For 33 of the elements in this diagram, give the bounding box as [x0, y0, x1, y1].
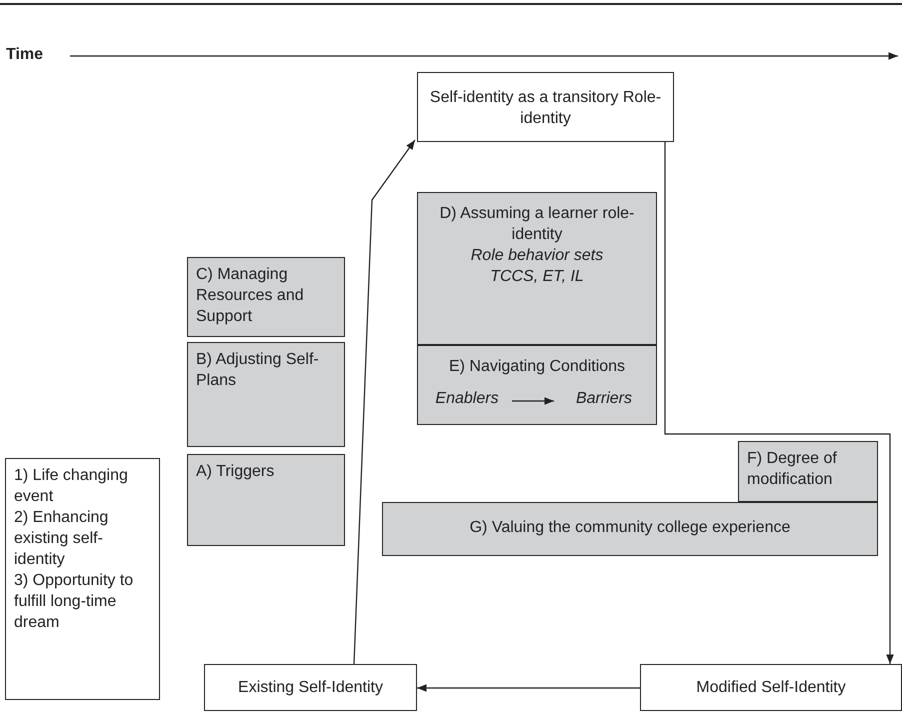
node-title: 1) Life changing event — [14, 466, 129, 507]
node-title: E) Navigating Conditions — [448, 357, 626, 377]
node-title: A) Triggers — [196, 462, 276, 482]
stage-box — [382, 502, 878, 556]
node-title: C) Managing Resources and Support — [196, 265, 305, 327]
node-title: Self-identity as a transitory Role-identity — [428, 88, 662, 129]
node-title: D) Assuming a learner role-identity — [438, 204, 636, 245]
node-title: Existing Self-Identity — [237, 678, 384, 698]
stage-box — [187, 257, 345, 337]
stage-box — [738, 441, 878, 502]
node-text: Role behavior sets — [470, 246, 604, 266]
node-title: Enablers — [434, 389, 500, 409]
identity-box — [640, 664, 902, 711]
arrow — [417, 684, 640, 692]
node-text: 3) Opportunity to fulfill long-time dream — [14, 571, 134, 633]
node-title: B) Adjusting Self-Plans — [196, 350, 320, 391]
axis-label: Time — [6, 46, 44, 64]
stage-box — [187, 342, 345, 447]
node-title: Barriers — [574, 389, 633, 409]
stage-box — [187, 454, 345, 546]
identity-box — [204, 664, 417, 711]
node-title: G) Valuing the community college experience — [468, 518, 792, 538]
identity-box — [417, 72, 674, 142]
arrow — [664, 142, 894, 664]
stage-box — [417, 192, 657, 345]
stage-box — [417, 345, 657, 425]
note-box — [5, 458, 160, 700]
arrow — [353, 140, 416, 664]
arrow — [512, 397, 554, 405]
node-text: TCCS, ET, IL — [489, 267, 585, 287]
node-text: 2) Enhancing existing self-identity — [14, 508, 110, 570]
node-title: F) Degree of modification — [747, 449, 838, 490]
node-title: Modified Self-Identity — [695, 678, 847, 698]
